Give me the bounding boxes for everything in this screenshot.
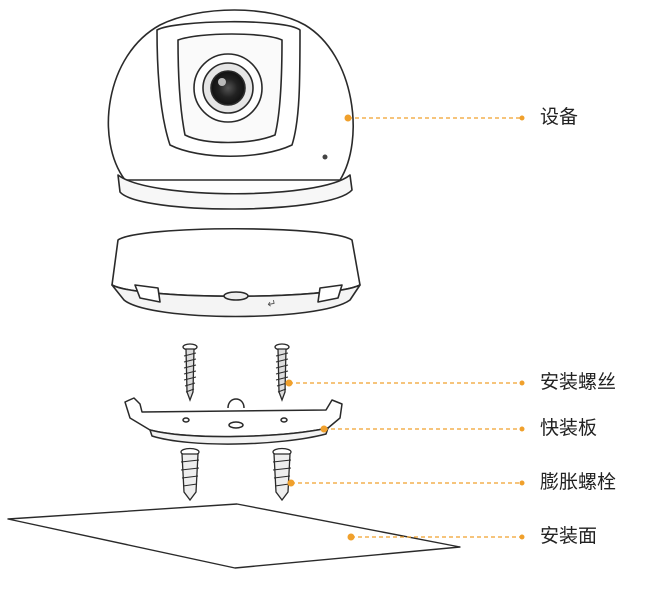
anchor-right <box>272 447 292 502</box>
plate-hole-left <box>182 417 190 423</box>
camera-ring <box>117 174 353 210</box>
plate-hole-center <box>228 421 244 429</box>
label-expansion-anchors: 膨胀螺栓 <box>540 471 617 493</box>
leader-screws <box>285 379 525 387</box>
label-device: 设备 <box>540 106 579 128</box>
svg-text:↵: ↵ <box>266 297 277 311</box>
leader-anchors <box>287 479 525 487</box>
camera-indicator <box>322 154 328 160</box>
screw-right <box>274 343 290 402</box>
camera-device: ↵ <box>107 9 361 318</box>
camera-lens <box>210 70 246 106</box>
quick-mount-plate <box>124 397 343 445</box>
leader-device <box>344 114 525 122</box>
label-mounting-screws: 安装螺丝 <box>540 371 617 393</box>
anchor-left <box>180 447 200 502</box>
screw-left <box>182 343 198 402</box>
mounting-surface <box>7 503 461 569</box>
callout-leaders <box>285 114 525 541</box>
label-quick-mount-plate: 快装板 <box>540 417 598 439</box>
expansion-anchors <box>180 447 292 502</box>
leader-surface <box>347 533 525 541</box>
mounting-screws <box>182 343 290 402</box>
label-mounting-surface: 安装面 <box>540 525 598 547</box>
leader-quick-plate <box>320 425 525 433</box>
plate-hole-right <box>280 417 288 423</box>
